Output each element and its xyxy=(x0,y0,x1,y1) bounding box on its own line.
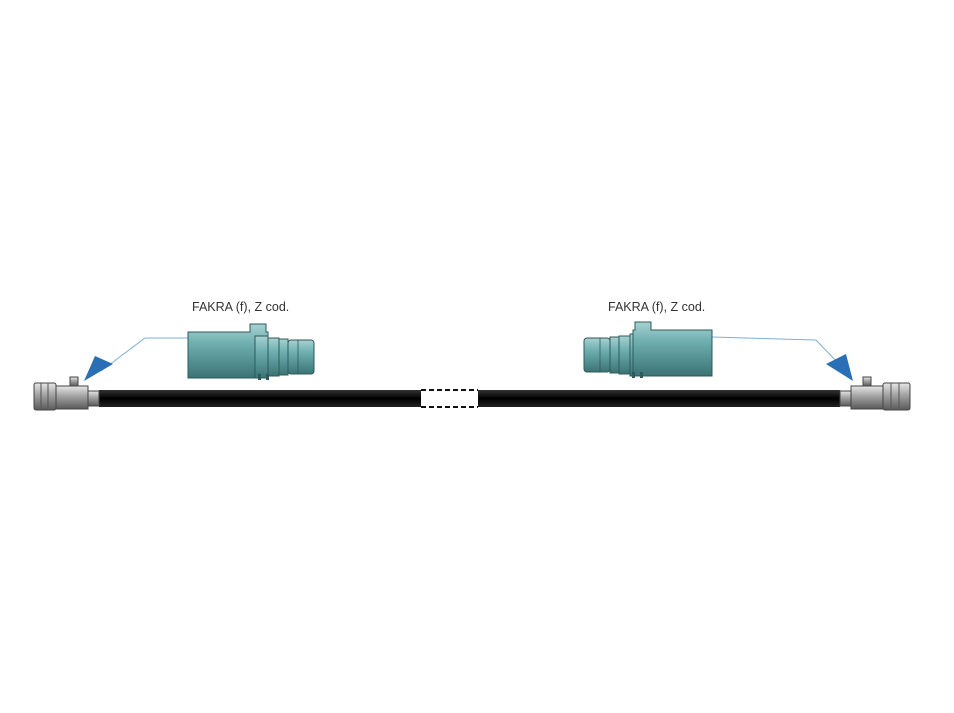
cable-right-segment xyxy=(478,390,840,407)
right-pointer-arrow-icon xyxy=(826,354,853,381)
right-pointer xyxy=(711,336,853,381)
left-pointer-arrow-icon xyxy=(84,356,113,381)
right-fakra-connector xyxy=(583,321,713,378)
left-fakra-connector xyxy=(187,323,315,380)
right-cable-plug xyxy=(839,376,911,411)
left-pointer xyxy=(84,337,188,381)
left-connector-label: FAKRA (f), Z cod. xyxy=(192,300,289,314)
left-cable-plug xyxy=(33,376,100,411)
right-connector-label: FAKRA (f), Z cod. xyxy=(608,300,705,314)
cable-left-segment xyxy=(99,390,421,407)
cable xyxy=(99,389,840,408)
cable-length-break xyxy=(421,389,478,408)
